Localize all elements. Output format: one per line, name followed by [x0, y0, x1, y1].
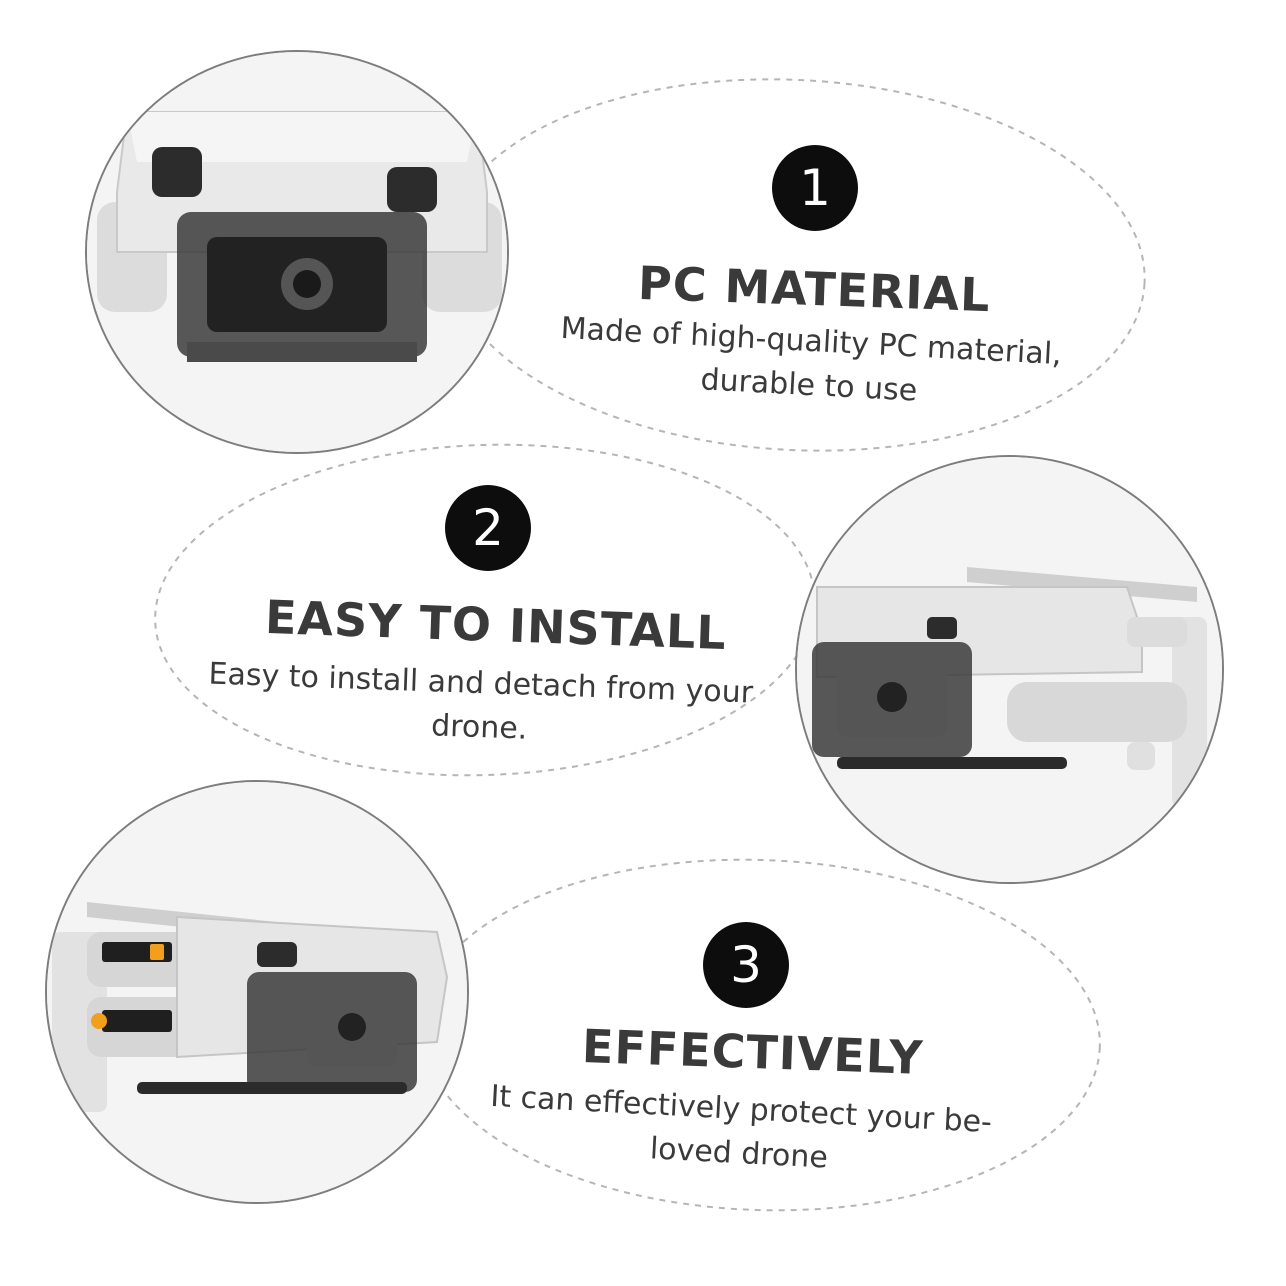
drone-side-photo: [795, 455, 1224, 884]
step-badge-3: 3: [703, 922, 789, 1008]
step-badge-1: 1: [772, 145, 858, 231]
drone-front-photo: [85, 50, 509, 454]
drone-side-folded-photo-icon: [797, 457, 1222, 882]
drone-three-quarter-photo-icon: [47, 782, 467, 1202]
step-badge-2: 2: [445, 485, 531, 571]
drone-three-quarter-photo: [45, 780, 469, 1204]
dashed-ellipse-1: [444, 78, 1146, 452]
drone-front-camera-photo-icon: [87, 52, 507, 452]
